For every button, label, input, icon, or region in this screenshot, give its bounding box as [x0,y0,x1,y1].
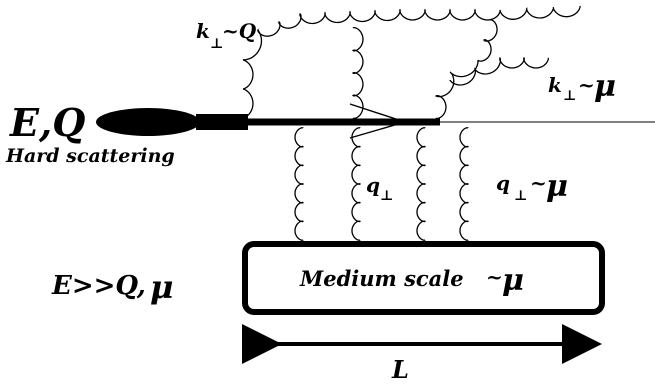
label-energy-virtuality: E,Q [9,100,85,145]
medium-box [242,241,605,315]
svg-text:E>>Q,: E>>Q, [51,271,146,301]
svg-text:⊥: ⊥ [563,88,576,104]
svg-text:k: k [196,19,210,43]
radiated-gluons [242,5,581,120]
label-scale-hierarchy: E>>Q, μ [51,268,173,306]
gluon-vertical-1 [352,26,364,120]
jet-splitting-lines [349,103,408,139]
exchanged-gluon-1 [294,127,304,241]
svg-text:~: ~ [578,73,595,97]
exchanged-gluon-2 [351,127,361,241]
label-kperp-Q: k ⊥ ~Q [196,19,257,52]
svg-text:k: k [548,73,562,97]
svg-text:⊥: ⊥ [380,188,393,204]
exchanged-gluon-4 [459,127,469,241]
svg-text:μ: μ [502,263,524,298]
emitted-gluon-soft [449,57,549,86]
jet-stub [196,114,248,130]
emitted-gluon-top [242,5,581,119]
label-kperp-mu: k ⊥ ~ μ [548,69,616,104]
label-qperp: q ⊥ [366,173,393,204]
label-qperp-mu: q ⊥ ~ μ [496,169,568,204]
svg-text:q: q [496,171,510,195]
svg-text:~: ~ [486,265,503,289]
svg-text:Medium scale: Medium scale [299,266,464,291]
label-length: L [391,355,409,384]
svg-text:~: ~ [530,171,547,195]
gluon-vertical-2 [435,19,498,120]
svg-text:⊥: ⊥ [514,188,527,204]
svg-text:μ: μ [546,169,568,204]
svg-text:μ: μ [594,69,616,104]
exchanged-gluon-3 [416,127,426,241]
svg-text:~Q: ~Q [222,19,257,43]
svg-text:⊥: ⊥ [210,36,223,52]
svg-text:μ: μ [150,268,173,306]
label-medium-scale: Medium scale ~ μ [299,263,524,298]
svg-text:q: q [366,173,380,197]
hard-scattering-blob [96,108,200,136]
label-hard-scattering: Hard scattering [5,145,175,167]
exchanged-gluons [294,127,469,241]
